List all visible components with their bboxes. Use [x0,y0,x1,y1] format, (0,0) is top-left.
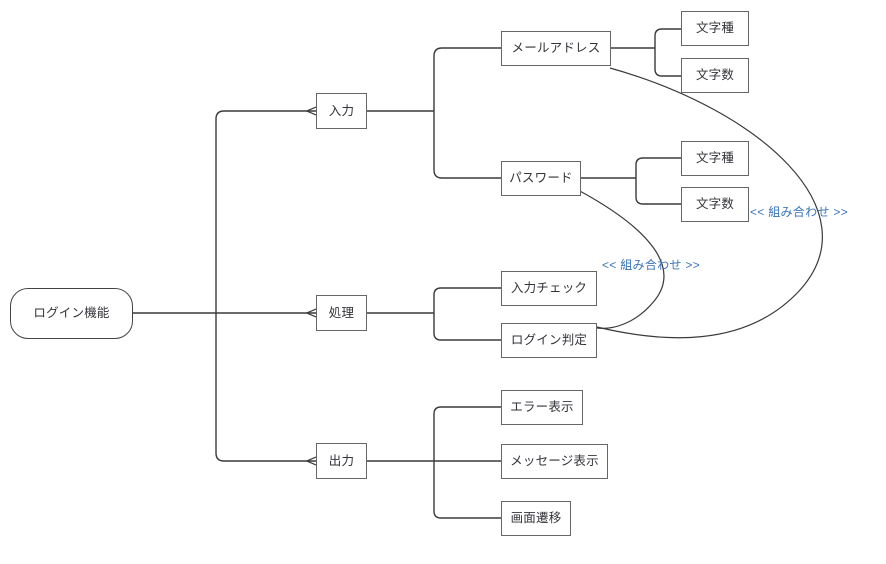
edge-output-fork-screen [433,461,501,519]
node-pw-char-count-label: 文字数 [695,197,735,212]
edge-spine-output [215,313,316,461]
edge-password-fork-type [635,157,681,178]
node-mail-char-type-label: 文字種 [695,21,735,36]
node-screen-transition[interactable]: 画面遷移 [501,501,571,536]
annotation-combination-outer: << 組み合わせ >> [750,205,848,219]
edge-mail-fork-type [654,28,681,48]
node-root[interactable]: ログイン機能 [10,288,133,339]
node-mail-char-count-label: 文字数 [695,68,735,83]
node-mail-char-count[interactable]: 文字数 [681,58,749,93]
edge-combination-mail-login [596,67,823,339]
node-process-label: 処理 [328,305,355,320]
edge-spine-input [215,111,316,313]
node-root-label: ログイン機能 [33,306,110,321]
edge-password-fork-count [635,178,681,205]
edge-mail-fork-count [654,48,681,77]
node-pw-char-type[interactable]: 文字種 [681,141,749,176]
node-mail-address-label: メールアドレス [511,41,601,56]
edge-output-fork-error [433,406,501,461]
node-mail-char-type[interactable]: 文字種 [681,11,749,46]
node-password[interactable]: パスワード [501,161,581,196]
node-input-check-label: 入力チェック [510,281,588,296]
node-mail-address[interactable]: メールアドレス [501,31,611,66]
node-password-label: パスワード [509,171,573,186]
node-error-display[interactable]: エラー表示 [501,390,583,425]
annotation-combination-inner: << 組み合わせ >> [602,258,700,272]
node-message-display[interactable]: メッセージ表示 [501,444,608,479]
node-screen-transition-label: 画面遷移 [510,511,562,526]
node-input-check[interactable]: 入力チェック [501,271,597,306]
node-login-judge[interactable]: ログイン判定 [501,323,597,358]
node-input-label: 入力 [328,103,355,118]
edge-input-fork-mail [433,47,501,111]
node-pw-char-type-label: 文字種 [695,151,735,166]
edge-process-fork-check [433,287,501,313]
edge-process-fork-judge [433,313,501,341]
node-output-label: 出力 [328,453,355,468]
edge-input-fork-password [433,111,501,179]
node-output[interactable]: 出力 [316,443,367,479]
node-error-display-label: エラー表示 [510,400,574,415]
node-process[interactable]: 処理 [316,295,367,331]
node-message-display-label: メッセージ表示 [510,454,599,469]
node-input[interactable]: 入力 [316,93,367,129]
node-pw-char-count[interactable]: 文字数 [681,187,749,222]
edge-combination-password-login [577,189,665,329]
node-login-judge-label: ログイン判定 [510,333,588,348]
